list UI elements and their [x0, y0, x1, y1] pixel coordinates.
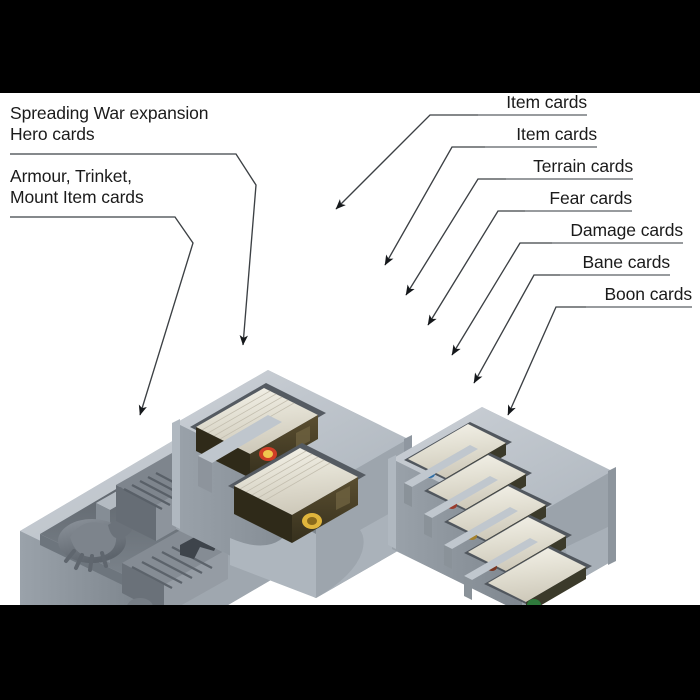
label-spreading-war-hero-cards: Spreading War expansion Hero cards [10, 103, 209, 145]
label-line: Boon cards [604, 284, 692, 304]
leader-item-1 [335, 114, 478, 210]
leader-fear [427, 210, 525, 326]
label-bane-cards: Bane cards [582, 252, 670, 273]
label-line: Item cards [506, 93, 587, 112]
card-tray-right [388, 407, 616, 605]
leader-damage [451, 242, 552, 356]
card-tray-center [172, 370, 412, 598]
card-stack-front [234, 448, 358, 543]
letterbox-bar-bottom [0, 605, 700, 700]
label-item-cards-1: Item cards [506, 93, 587, 113]
label-line: Spreading War expansion [10, 103, 209, 123]
label-fear-cards: Fear cards [549, 188, 632, 209]
leader-lines [10, 114, 586, 416]
leader-item-2 [384, 146, 485, 266]
label-line: Terrain cards [533, 156, 633, 176]
label-line: Item cards [516, 124, 597, 144]
label-line: Armour, Trinket, [10, 166, 132, 186]
leader-terrain [405, 178, 506, 296]
label-line: Mount Item cards [10, 187, 144, 207]
label-terrain-cards: Terrain cards [533, 156, 633, 177]
label-line: Fear cards [549, 188, 632, 208]
slot-group [404, 422, 592, 605]
label-armour-trinket-mount-item-cards: Armour, Trinket, Mount Item cards [10, 166, 144, 208]
slot-5 [484, 546, 592, 605]
leader-bane [473, 274, 560, 384]
label-boon-cards: Boon cards [604, 284, 692, 305]
label-item-cards-2: Item cards [516, 124, 597, 145]
leader-boon [507, 306, 586, 416]
label-line: Damage cards [570, 220, 683, 240]
label-line: Hero cards [10, 124, 95, 144]
label-damage-cards: Damage cards [570, 220, 683, 241]
insert-illustration [0, 93, 700, 605]
label-line: Bane cards [582, 252, 670, 272]
product-photo: Spreading War expansion Hero cards Armou… [0, 93, 700, 605]
label-underlines [10, 114, 692, 308]
letterbox-bar-top [0, 0, 700, 93]
